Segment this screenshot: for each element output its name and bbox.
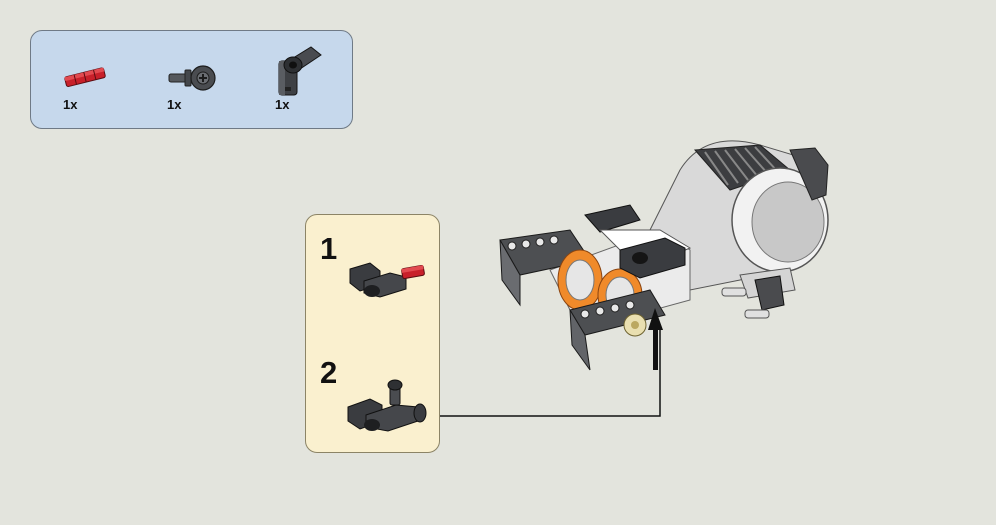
step-number: 2 xyxy=(320,355,338,390)
parts-list-panel: 1x 1x 1x xyxy=(30,30,353,129)
red-axle-pin-icon xyxy=(61,65,111,89)
gray-angle-connector-icon xyxy=(271,39,325,99)
gray-axle-pin-with-bush-icon xyxy=(165,61,217,93)
connector-with-red-pin-icon xyxy=(344,255,430,305)
step-number: 1 xyxy=(320,231,338,266)
part-quantity: 1x xyxy=(275,97,290,112)
motor-assembly-icon xyxy=(490,130,840,420)
sub-assembly-panel: 1 2 xyxy=(305,214,440,453)
connector-with-gray-pin-icon xyxy=(344,377,430,439)
part-quantity: 1x xyxy=(63,97,78,112)
part-quantity: 1x xyxy=(167,97,182,112)
